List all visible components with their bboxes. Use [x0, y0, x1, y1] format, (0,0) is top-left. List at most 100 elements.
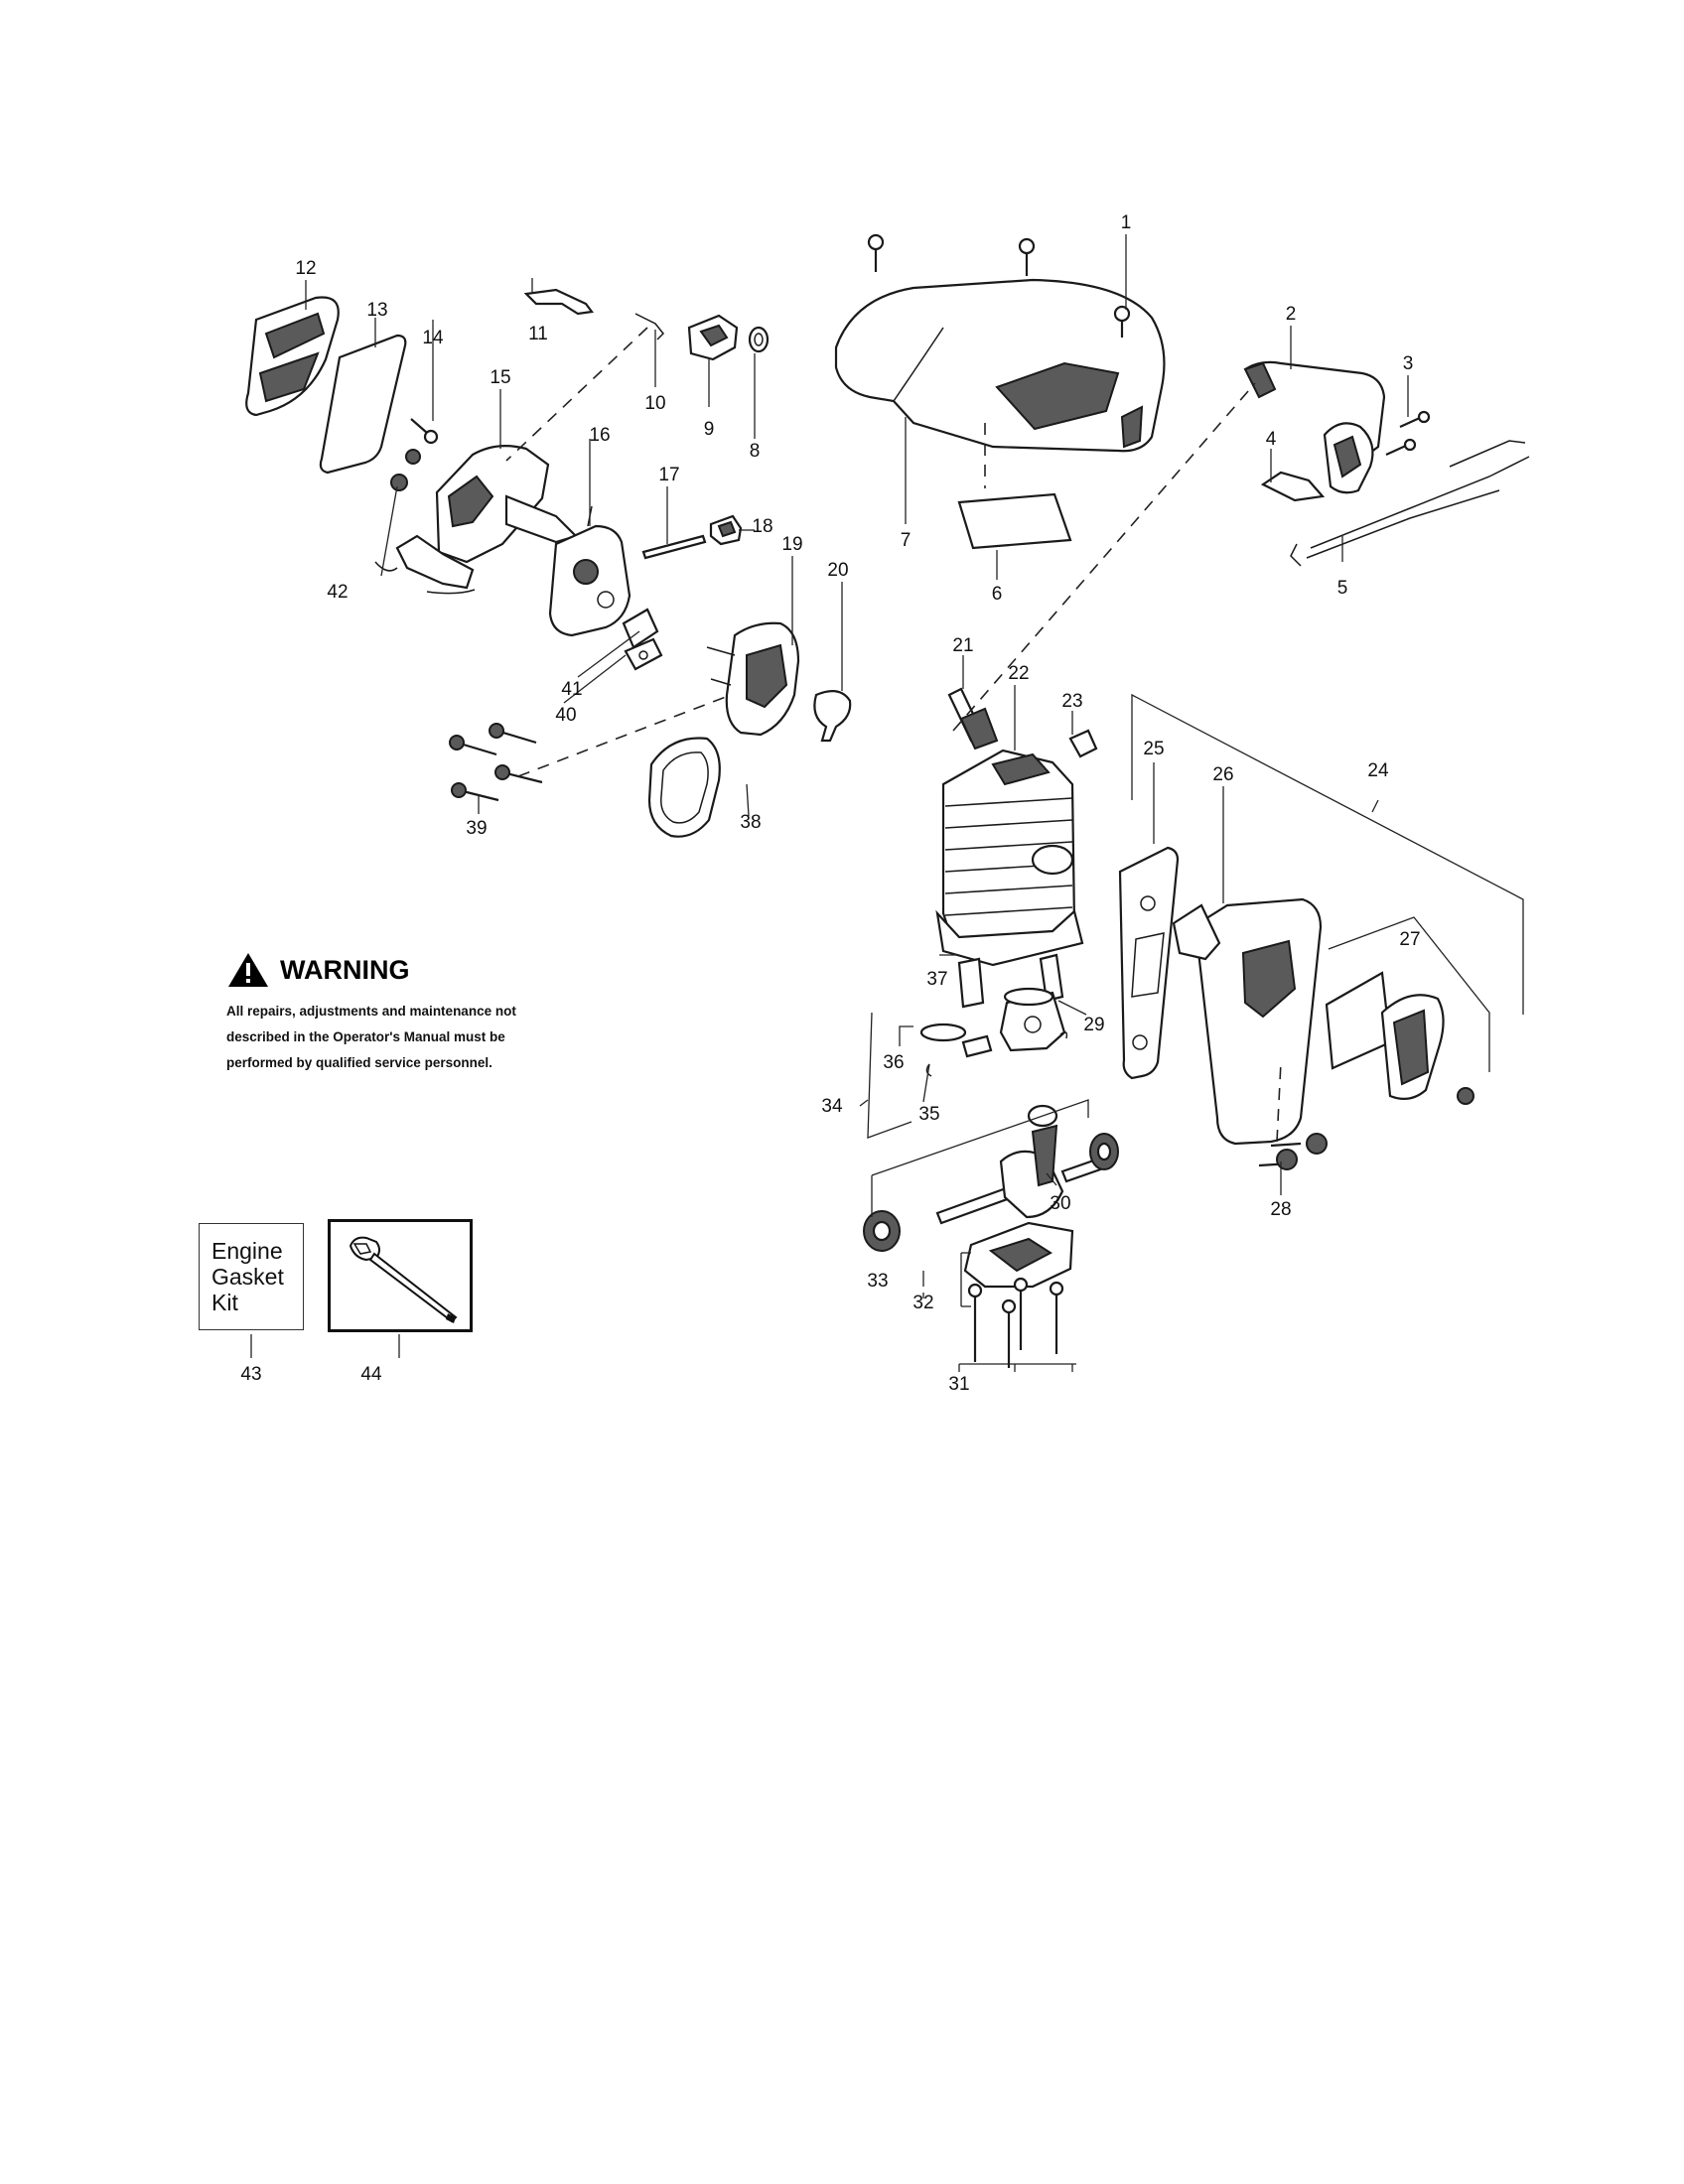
- callout-13: 13: [366, 300, 387, 321]
- callout-42: 42: [327, 582, 348, 603]
- callout-3: 3: [1403, 353, 1414, 374]
- part-31-crankcase-screws: [967, 1277, 1064, 1368]
- part-18-fitting: [709, 514, 743, 546]
- part-20-gasket: [813, 690, 852, 743]
- part-39-bolts: [449, 723, 543, 802]
- part-29-transfer-cover: [1039, 953, 1064, 1003]
- spark-plug-wrench-icon: [349, 1236, 458, 1323]
- warning-body: All repairs, adjustments and maintenance…: [226, 999, 564, 1076]
- callout-29: 29: [1083, 1015, 1104, 1035]
- part-28-muffler-bolts: [1258, 1133, 1328, 1170]
- callout-19: 19: [781, 534, 802, 555]
- kit-label-line: Engine: [211, 1238, 283, 1264]
- part-30-bearing: [1089, 1133, 1119, 1170]
- callout-6: 6: [992, 584, 1003, 605]
- part-17-rod: [641, 534, 707, 560]
- part-30-crankshaft: [935, 1104, 1108, 1225]
- part-16-carburetor: [548, 505, 632, 637]
- callout-31: 31: [948, 1374, 969, 1395]
- part-37-transfer-cover: [957, 957, 985, 1009]
- callout-11: 11: [528, 324, 548, 344]
- part-4-bracket: [1260, 471, 1326, 502]
- part-6-decal: [957, 492, 1072, 550]
- warning-line: All repairs, adjustments and maintenance…: [226, 1004, 516, 1019]
- callout-8: 8: [750, 441, 761, 462]
- callout-41: 41: [561, 679, 582, 700]
- part-32-crankcase: [963, 1221, 1074, 1289]
- callout-12: 12: [295, 258, 316, 279]
- callout-5: 5: [1337, 578, 1348, 599]
- callout-numbers: 1 2 3 4 5 6 7 8 9 10 11 12 13 14 15 16 1…: [240, 212, 1420, 1395]
- warning-notice: WARNING All repairs, adjustments and mai…: [226, 951, 564, 1076]
- part-26-muffler: [1172, 897, 1323, 1146]
- part-36-piston-ring: [919, 1023, 967, 1042]
- part-8-grommet: [748, 326, 770, 353]
- alignment-lines: [505, 327, 1282, 1143]
- callout-20: 20: [827, 560, 848, 581]
- part-11-throttle-link: [523, 288, 594, 316]
- part-13-air-filter: [319, 334, 407, 475]
- callout-2: 2: [1286, 304, 1297, 325]
- part-34-piston: [961, 987, 1068, 1058]
- callout-44: 44: [360, 1364, 382, 1385]
- warning-line: described in the Operator's Manual must …: [226, 1029, 505, 1044]
- part-38-intake-gasket: [647, 737, 721, 838]
- callout-30: 30: [1050, 1193, 1070, 1214]
- part-40-gasket: [624, 637, 663, 671]
- part-3-module-screws: [1385, 410, 1431, 457]
- callout-39: 39: [466, 818, 487, 839]
- part-19-intake-plate: [706, 621, 800, 737]
- callout-32: 32: [912, 1293, 933, 1313]
- part-14-screw: [410, 418, 439, 445]
- warning-line: performed by qualified service personnel…: [226, 1055, 492, 1070]
- warning-triangle-icon: [228, 953, 268, 987]
- callout-10: 10: [644, 393, 665, 414]
- part-42-nuts: [390, 449, 421, 491]
- callout-14: 14: [422, 328, 444, 348]
- part-33-bearing: [863, 1210, 901, 1252]
- callout-21: 21: [952, 635, 973, 656]
- part-23-clip: [1068, 729, 1098, 758]
- part-7-top-cover: [834, 278, 1166, 453]
- part-27-spark-screen: [1325, 971, 1474, 1105]
- callout-34: 34: [821, 1096, 843, 1117]
- callout-17: 17: [658, 465, 679, 485]
- warning-header: WARNING: [226, 951, 564, 989]
- part-2-ignition-module: [1243, 360, 1386, 494]
- callout-27: 27: [1399, 929, 1420, 950]
- part-1-cover-screws: [867, 233, 1131, 338]
- callout-16: 16: [589, 425, 610, 446]
- callout-36: 36: [883, 1052, 904, 1073]
- part-12-air-filter-cover: [245, 296, 340, 417]
- callout-33: 33: [867, 1271, 888, 1292]
- callout-38: 38: [740, 812, 761, 833]
- callout-23: 23: [1061, 691, 1082, 712]
- callout-22: 22: [1008, 663, 1029, 684]
- engine-gasket-kit-box: Engine Gasket Kit: [199, 1223, 304, 1330]
- part-15-carburetor-housing: [374, 444, 579, 595]
- callout-37: 37: [926, 969, 947, 990]
- part-21-spark-plug: [947, 687, 999, 751]
- callout-24: 24: [1367, 760, 1389, 781]
- spark-plug-wrench-box: [328, 1219, 473, 1332]
- callout-35: 35: [918, 1104, 939, 1125]
- warning-title: WARNING: [280, 954, 410, 985]
- callout-18: 18: [752, 516, 772, 537]
- callout-1: 1: [1121, 212, 1132, 233]
- part-22-cylinder: [935, 749, 1084, 967]
- part-41-sleeve: [622, 608, 659, 649]
- kit-label-line: Gasket: [211, 1264, 284, 1290]
- callout-7: 7: [901, 530, 912, 551]
- callout-43: 43: [240, 1364, 261, 1385]
- callout-15: 15: [490, 367, 510, 388]
- kit-label-line: Kit: [211, 1290, 238, 1315]
- part-10-choke-rod: [634, 313, 665, 341]
- part-25-muffler-gasket: [1118, 846, 1180, 1080]
- part-9-switch: [687, 314, 739, 361]
- callout-28: 28: [1270, 1199, 1291, 1220]
- leader-lines: [250, 234, 1524, 1372]
- callout-26: 26: [1212, 764, 1233, 785]
- callout-9: 9: [704, 419, 715, 440]
- callout-4: 4: [1266, 429, 1277, 450]
